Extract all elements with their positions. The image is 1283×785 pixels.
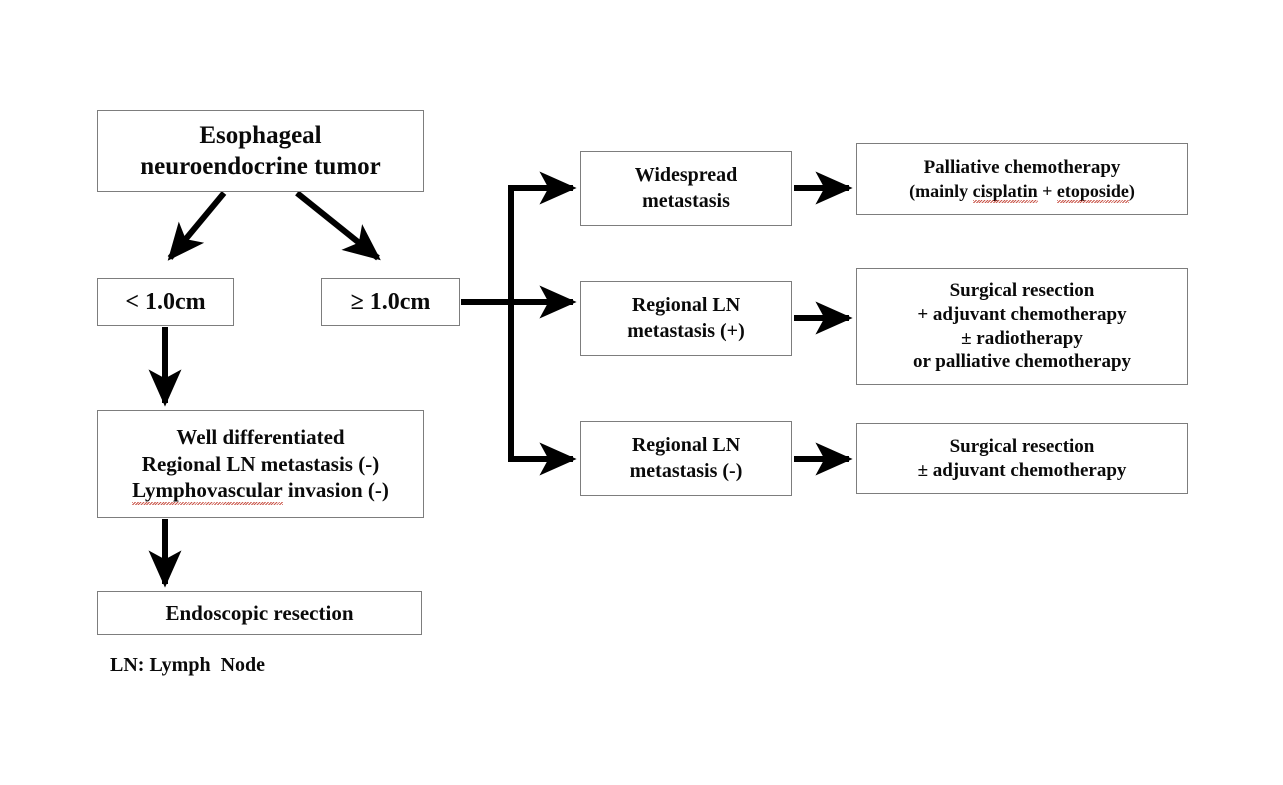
node-ln-negative-line2: metastasis (-) [629,459,743,482]
node-size-greater-equal-1cm[interactable]: ≥ 1.0cm [321,278,460,326]
node-widespread-line1: Widespread [634,164,738,187]
node-welldiff-line3: Lymphovascular invasion (-) [132,477,389,506]
node-welldiff-line3-rest: invasion (-) [282,478,389,503]
node-widespread-metastasis[interactable]: Widespread metastasis [580,151,792,226]
node-welldiff-line2: Regional LN metastasis (-) [141,451,380,476]
node-surg-adj-line4: or palliative chemotherapy [912,351,1132,373]
node-palliative-plus: + [1037,180,1057,201]
node-surg-pm-line1: Surgical resection [949,435,1095,457]
node-welldiff-line1: Well differentiated [176,425,345,450]
node-esophageal-neuroendocrine-tumor[interactable]: Esophageal neuroendocrine tumor [97,110,424,192]
node-root-line2: neuroendocrine tumor [140,153,381,180]
node-size-small-label: < 1.0cm [125,288,206,315]
node-palliative-line1: Palliative chemotherapy [923,156,1121,178]
misspelling-lymphovascular: Lymphovascular [132,478,283,506]
node-surgical-resection-adjuvant[interactable]: Surgical resection + adjuvant chemothera… [856,268,1188,385]
node-root-line1: Esophageal [199,121,322,149]
node-endoscopic-label: Endoscopic resection [165,600,354,625]
node-well-differentiated-criteria[interactable]: Well differentiated Regional LN metastas… [97,410,424,518]
edge-root-to-small [167,191,227,261]
node-palliative-prefix: (mainly [909,180,973,201]
node-size-less-than-1cm[interactable]: < 1.0cm [97,278,234,326]
node-surgical-resection-pm-adjuvant[interactable]: Surgical resection ± adjuvant chemothera… [856,423,1188,494]
misspelling-etoposide: etoposide [1056,180,1129,203]
node-ln-positive-line1: Regional LN [631,294,741,317]
node-surg-adj-line3: ± radiotherapy [961,327,1083,349]
node-regional-ln-metastasis-negative[interactable]: Regional LN metastasis (-) [580,421,792,496]
node-endoscopic-resection[interactable]: Endoscopic resection [97,591,422,635]
node-size-large-label: ≥ 1.0cm [350,288,431,315]
node-palliative-line2: (mainly cisplatin + etoposide) [909,180,1135,203]
node-palliative-chemotherapy[interactable]: Palliative chemotherapy (mainly cisplati… [856,143,1188,215]
node-ln-negative-line1: Regional LN [631,434,741,457]
node-regional-ln-metastasis-positive[interactable]: Regional LN metastasis (+) [580,281,792,356]
node-surg-adj-line1: Surgical resection [949,279,1095,301]
legend-abbreviation: LN: Lymph Node [110,654,266,676]
node-surg-pm-line2: ± adjuvant chemotherapy [917,459,1127,481]
edge-root-to-large [295,190,381,261]
misspelling-cisplatin: cisplatin [972,180,1038,203]
node-ln-positive-line2: metastasis (+) [627,319,745,342]
node-surg-adj-line2: + adjuvant chemotherapy [917,303,1127,325]
node-palliative-suffix: ) [1128,180,1135,201]
node-widespread-line2: metastasis [642,189,730,212]
